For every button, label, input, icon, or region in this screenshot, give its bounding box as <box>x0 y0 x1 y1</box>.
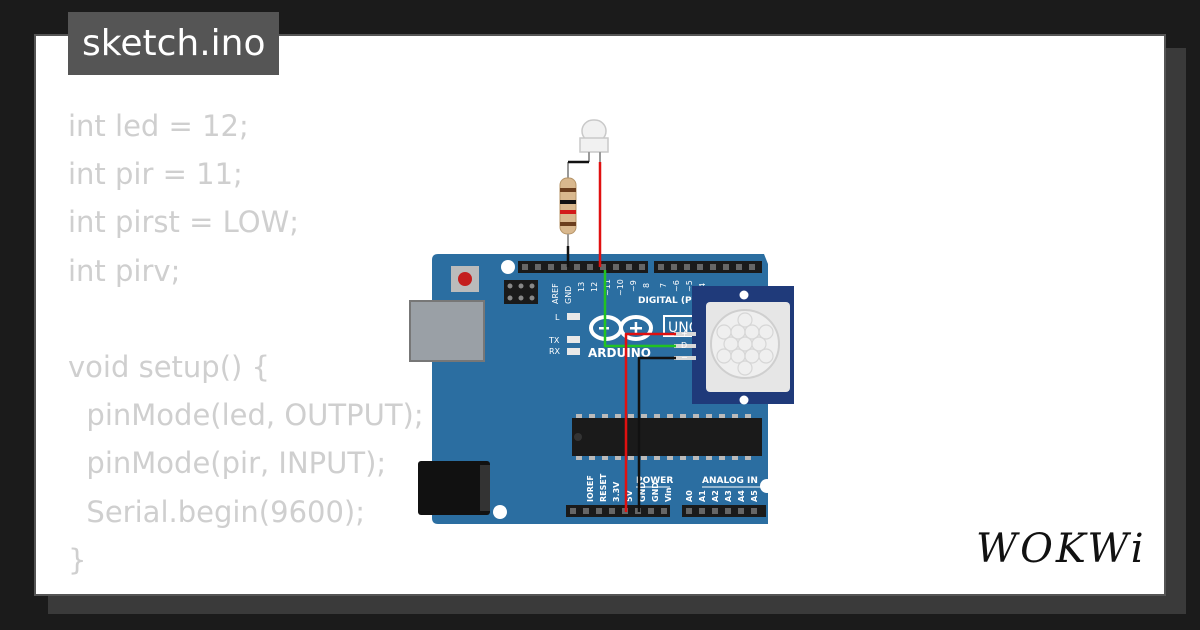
pin-label: GND <box>651 482 660 502</box>
pin-label: ~10 <box>616 279 625 296</box>
pin-label: A5 <box>750 490 759 502</box>
code-block: int led = 12; int pir = 11; int pirst = LO… <box>68 102 424 584</box>
pin-label: ~6 <box>672 280 681 292</box>
led-rx-label: RX <box>549 347 561 356</box>
power-header-label: POWER <box>636 476 673 486</box>
pin-label: A2 <box>711 490 720 502</box>
pin-label: 5V <box>625 489 634 502</box>
pin-label: 8 <box>642 283 651 288</box>
pin-label: 3.3V <box>612 481 621 502</box>
code-line: void setup() { <box>68 350 270 385</box>
pin-label: ~5 <box>685 280 694 292</box>
usb-port <box>409 300 485 362</box>
digital-header-label: DIGITAL (PWM ~) <box>638 296 725 306</box>
code-line: pinMode(led, OUTPUT); <box>68 398 424 433</box>
pin-label: 13 <box>577 282 586 292</box>
resistor[interactable] <box>559 162 577 246</box>
pin-label: ~11 <box>603 279 612 296</box>
pir-pin-label: − <box>681 353 688 362</box>
led-component[interactable] <box>579 119 609 164</box>
code-line: Serial.begin(9600); <box>68 494 366 529</box>
pin-label: A1 <box>698 490 707 502</box>
pin-label: AREF <box>551 283 560 304</box>
pir-pin-label: D <box>681 341 687 350</box>
preview-card: int led = 12; int pir = 11; int pirst = LO… <box>34 34 1166 596</box>
arduino-uno-board[interactable]: AREF GND 13 12 ~11 ~10 ~9 8 7 ~6 ~5 4 DI… <box>409 254 774 524</box>
pin-label: 4 <box>698 283 707 288</box>
wokwi-logo: WOKWi <box>976 526 1147 572</box>
power-jack <box>418 461 490 515</box>
code-line: int pirv; <box>68 253 181 288</box>
led-tx-label: TX <box>548 336 560 345</box>
code-line: } <box>68 542 87 577</box>
code-line: int pirst = LOW; <box>68 205 300 240</box>
pin-label: GND <box>564 286 573 304</box>
pin-label: A3 <box>724 490 733 502</box>
pin-label: 7 <box>659 283 668 288</box>
pin-label: ~9 <box>629 280 638 292</box>
pin-label: GND <box>638 482 647 502</box>
pir-motion-sensor[interactable]: + D − <box>674 286 794 405</box>
pin-label: RESET <box>599 473 608 502</box>
pin-label: Vin <box>664 487 673 502</box>
power-header <box>566 505 670 517</box>
pin-label: IOREF <box>586 475 595 502</box>
code-line: pinMode(pir, INPUT); <box>68 446 387 481</box>
code-line: int led = 12; <box>68 109 249 143</box>
digital-header-right <box>654 261 762 273</box>
file-tab[interactable]: sketch.ino <box>68 12 280 75</box>
pin-label: 12 <box>590 282 599 292</box>
analog-header-label: ANALOG IN <box>702 476 758 486</box>
pir-pin-label: + <box>681 329 688 338</box>
pin-label: A4 <box>737 490 746 502</box>
led-l-label: L <box>555 313 560 322</box>
circuit-diagram: AREF GND 13 12 ~11 ~10 ~9 8 7 ~6 ~5 4 DI… <box>409 119 794 524</box>
microcontroller-chip <box>572 418 762 456</box>
wires <box>566 160 676 512</box>
code-line: int pir = 11; <box>68 157 243 192</box>
arduino-brand: ARDUINO <box>588 346 651 360</box>
pin-label: A0 <box>685 490 694 502</box>
